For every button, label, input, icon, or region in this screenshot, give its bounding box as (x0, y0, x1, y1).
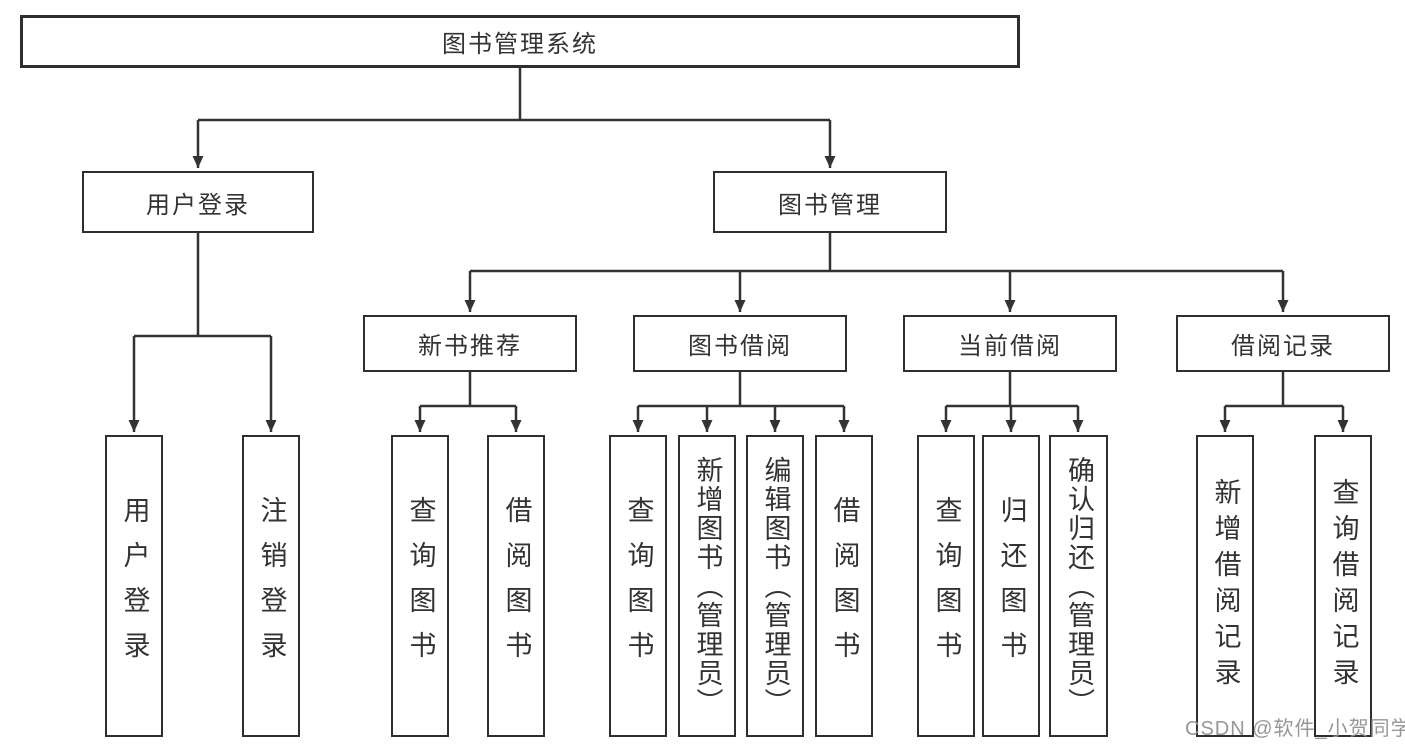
leaf-query-books-2-label: 查询图书 (623, 496, 654, 676)
leaf-borrow-books-2-label: 借阅图书 (829, 496, 860, 676)
leaf-logout-label: 注销登录 (256, 496, 287, 676)
connector-group (128, 68, 1349, 432)
leaf-user-login: 用户登录 (105, 435, 163, 737)
leaf-query-books-2: 查询图书 (609, 435, 667, 737)
node-current-borrow: 当前借阅 (903, 315, 1117, 372)
csdn-watermark: CSDN @软件_小贺同学 (1185, 718, 1405, 740)
node-book-borrow-label: 图书借阅 (688, 333, 792, 360)
node-current-borrow-label: 当前借阅 (958, 333, 1062, 360)
leaf-borrow-books-1: 借阅图书 (487, 435, 545, 737)
leaf-add-borrow-record: 新增借阅记录 (1196, 435, 1254, 737)
leaf-confirm-return-admin: 确认归还（管理员） (1049, 435, 1108, 737)
leaf-add-borrow-record-label: 新增借阅记录 (1210, 478, 1241, 694)
node-borrow-records: 借阅记录 (1176, 315, 1390, 372)
node-library-system-label: 图书管理系统 (442, 31, 598, 58)
node-new-book-recommend-label: 新书推荐 (418, 333, 522, 360)
node-user-login: 用户登录 (82, 171, 314, 233)
leaf-query-books-3: 查询图书 (917, 435, 975, 737)
leaf-borrow-books-2: 借阅图书 (815, 435, 873, 737)
leaf-query-borrow-record-label: 查询借阅记录 (1328, 478, 1359, 694)
leaf-query-books-3-label: 查询图书 (931, 496, 962, 676)
leaf-add-books-admin-label: 新增图书（管理员） (692, 455, 723, 717)
leaf-edit-books-admin-label: 编辑图书（管理员） (760, 455, 791, 717)
node-library-system: 图书管理系统 (20, 15, 1020, 68)
node-user-login-label: 用户登录 (146, 191, 250, 219)
leaf-edit-books-admin: 编辑图书（管理员） (746, 435, 804, 737)
leaf-query-books-1: 查询图书 (391, 435, 449, 737)
leaf-query-borrow-record: 查询借阅记录 (1314, 435, 1372, 737)
leaf-add-books-admin: 新增图书（管理员） (678, 435, 736, 737)
node-book-management-label: 图书管理 (778, 191, 882, 219)
node-new-book-recommend: 新书推荐 (363, 315, 577, 372)
leaf-user-login-label: 用户登录 (119, 496, 150, 676)
leaf-return-books: 归还图书 (982, 435, 1040, 737)
node-book-management: 图书管理 (713, 171, 947, 233)
leaf-borrow-books-1-label: 借阅图书 (501, 496, 532, 676)
leaf-query-books-1-label: 查询图书 (405, 496, 436, 676)
leaf-return-books-label: 归还图书 (996, 496, 1027, 676)
leaf-confirm-return-admin-label: 确认归还（管理员） (1064, 455, 1094, 717)
node-book-borrow: 图书借阅 (633, 315, 847, 372)
node-borrow-records-label: 借阅记录 (1231, 333, 1335, 360)
leaf-logout: 注销登录 (242, 435, 300, 737)
